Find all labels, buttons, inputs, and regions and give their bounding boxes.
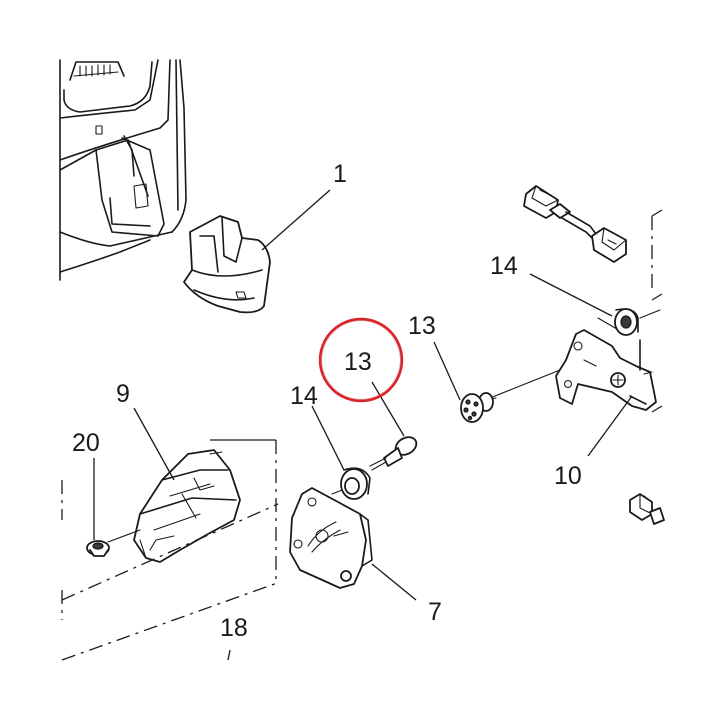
wire-connector <box>523 185 627 263</box>
frame-outline-right <box>651 209 663 413</box>
part-14-grommet-lower <box>331 467 371 500</box>
callout-13-highlighted: 13 <box>344 348 372 376</box>
callout-18: 18 <box>220 614 248 642</box>
housing-assembly <box>59 59 187 281</box>
part-1-clip <box>183 215 271 314</box>
part-14-grommet-upper <box>597 308 661 336</box>
part-13-foot-right <box>460 369 561 423</box>
callout-10: 10 <box>554 462 582 490</box>
part-9-mount-cover <box>133 449 241 563</box>
small-connector <box>629 493 665 525</box>
callout-20: 20 <box>72 429 100 457</box>
callout-14-upper: 14 <box>490 252 518 280</box>
callout-14-lower: 14 <box>290 382 318 410</box>
frame-outline-18 <box>61 439 281 661</box>
part-7-bracket <box>289 487 373 589</box>
part-13-foot-center <box>369 436 418 471</box>
callout-7: 7 <box>428 598 442 626</box>
part-20-screw <box>86 529 141 557</box>
leader-lines <box>93 189 633 661</box>
callout-9: 9 <box>116 380 130 408</box>
highlight-circle <box>318 317 404 403</box>
callout-1: 1 <box>333 160 347 188</box>
callout-13-right: 13 <box>408 312 436 340</box>
part-10-bracket <box>555 329 657 411</box>
